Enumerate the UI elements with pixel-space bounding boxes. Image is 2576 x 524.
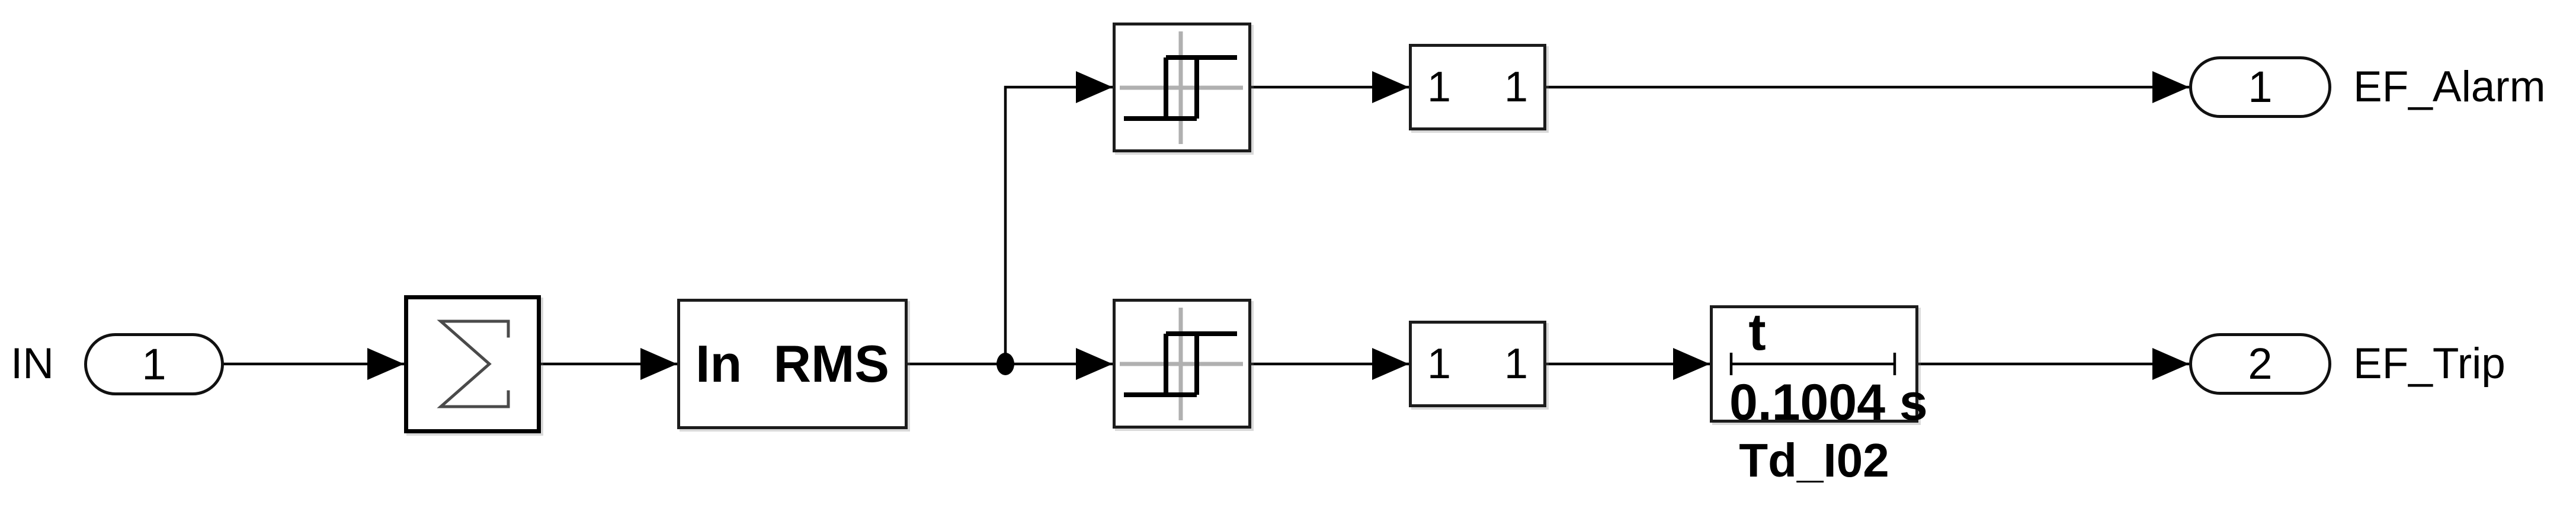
timer-t-symbol: t xyxy=(1748,302,1766,361)
outport-block-alarm[interactable]: 1 xyxy=(2189,56,2331,118)
one-one-in-port-number: 1 xyxy=(1427,340,1452,388)
arrowhead-icon xyxy=(640,348,677,380)
rms-block[interactable]: In RMS xyxy=(677,299,908,429)
wire-timer-to-outport-trip[interactable] xyxy=(1918,348,2189,380)
wire-relay-alarm-to-one-one[interactable] xyxy=(1251,71,1409,103)
outport-trip-number: 2 xyxy=(2248,339,2273,388)
one-one-block-alarm[interactable]: 1 1 xyxy=(1409,44,1546,130)
sum-block[interactable] xyxy=(404,295,541,433)
relay-hysteresis-icon xyxy=(1120,308,1243,420)
wire-in-to-sum[interactable] xyxy=(222,348,404,380)
one-one-out-port-number: 1 xyxy=(1504,63,1528,111)
time-interval-icon xyxy=(1729,353,1896,375)
wire-one-one-to-timer[interactable] xyxy=(1546,348,1710,380)
relay-block-alarm[interactable] xyxy=(1113,23,1251,152)
outport-alarm-name-label: EF_Alarm xyxy=(2353,63,2546,111)
arrowhead-icon xyxy=(1372,71,1409,103)
outport-trip-name-label: EF_Trip xyxy=(2353,340,2505,388)
inport-number: 1 xyxy=(142,339,166,389)
rms-block-text-left: In xyxy=(696,334,742,393)
arrowhead-icon xyxy=(1673,348,1710,380)
wire-one-one-to-outport-alarm[interactable] xyxy=(1546,71,2189,103)
arrowhead-icon xyxy=(1372,348,1409,380)
arrowhead-icon xyxy=(1076,348,1113,380)
wire-branch-to-relay-alarm[interactable] xyxy=(1004,71,1113,364)
inport-name-label: IN xyxy=(11,340,54,388)
timer-block-name: Td_I02 xyxy=(1739,434,1889,487)
one-one-block-trip[interactable]: 1 1 xyxy=(1409,321,1546,407)
wire-relay-trip-to-one-one[interactable] xyxy=(1251,348,1409,380)
wire-sum-to-rms[interactable] xyxy=(541,348,677,380)
relay-hysteresis-icon xyxy=(1120,31,1243,144)
arrowhead-icon xyxy=(2152,71,2189,103)
arrowhead-icon xyxy=(2152,348,2189,380)
wire-rms-to-relay-trip[interactable] xyxy=(908,348,1113,380)
outport-alarm-number: 1 xyxy=(2248,62,2273,111)
arrowhead-icon xyxy=(367,348,404,380)
relay-block-trip[interactable] xyxy=(1113,299,1251,429)
rms-block-text-right: RMS xyxy=(773,334,889,393)
outport-block-trip[interactable]: 2 xyxy=(2189,333,2331,395)
one-one-in-port-number: 1 xyxy=(1427,63,1452,111)
one-one-out-port-number: 1 xyxy=(1504,340,1528,388)
arrowhead-icon xyxy=(1076,71,1113,103)
sigma-icon xyxy=(437,319,510,408)
timer-block[interactable]: t 0.1004 s xyxy=(1710,302,1928,428)
timer-delay-value: 0.1004 s xyxy=(1729,374,1928,431)
inport-block[interactable]: 1 xyxy=(84,333,224,395)
